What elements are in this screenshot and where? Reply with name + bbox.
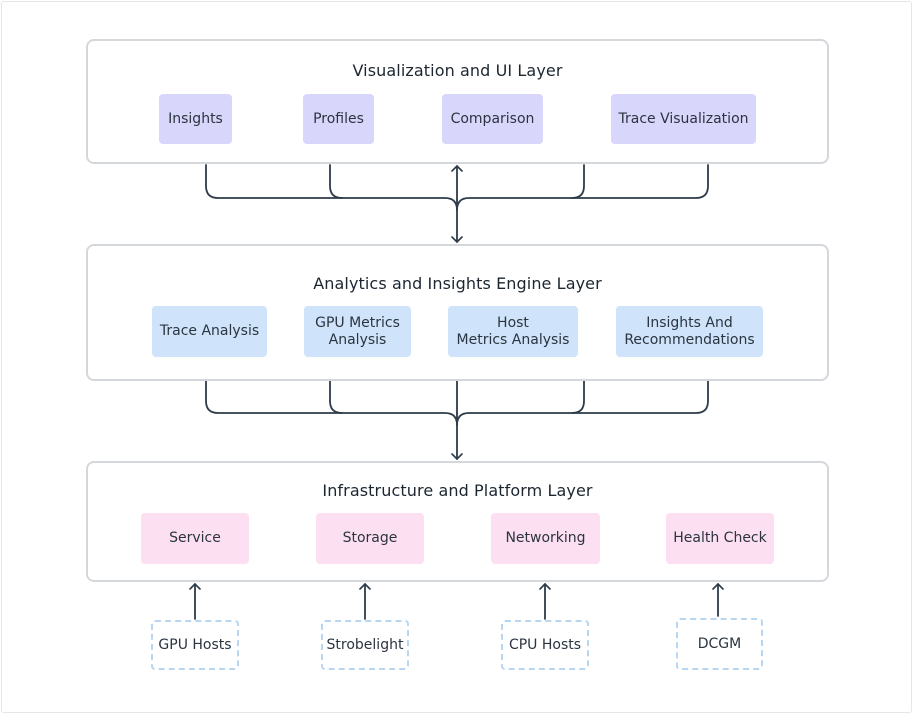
cpu-hosts-source: CPU Hosts	[501, 620, 589, 670]
bracket-top-left	[205, 164, 458, 211]
gpu-metrics-analysis-box: GPU Metrics Analysis	[304, 306, 411, 357]
insights-recommendations-box: Insights And Recommendations	[616, 306, 763, 357]
layer-title: Analytics and Insights Engine Layer	[313, 274, 602, 293]
comparison-box: Comparison	[442, 94, 543, 144]
health-check-box: Health Check	[666, 513, 774, 564]
strobelight-source: Strobelight	[321, 620, 409, 670]
profiles-box: Profiles	[303, 94, 374, 144]
gpu-hosts-source: GPU Hosts	[151, 620, 239, 670]
storage-box: Storage	[316, 513, 424, 564]
bracket-bottom-inner-left	[329, 380, 343, 414]
layer-title: Visualization and UI Layer	[352, 61, 563, 80]
networking-box: Networking	[491, 513, 600, 564]
service-box: Service	[141, 513, 249, 564]
insights-box: Insights	[159, 94, 232, 144]
bracket-bottom-inner-right	[571, 380, 585, 414]
bracket-top-inner-left	[329, 164, 343, 199]
bracket-top-inner-right	[571, 164, 585, 199]
dcgm-source: DCGM	[676, 618, 763, 670]
bracket-bottom-left	[205, 380, 458, 426]
bracket-top-right	[456, 164, 709, 211]
bracket-bottom-right	[456, 380, 709, 426]
trace-visualization-box: Trace Visualization	[611, 94, 756, 144]
layer-title: Infrastructure and Platform Layer	[322, 481, 593, 500]
trace-analysis-box: Trace Analysis	[152, 306, 267, 357]
host-metrics-analysis-box: Host Metrics Analysis	[448, 306, 578, 357]
